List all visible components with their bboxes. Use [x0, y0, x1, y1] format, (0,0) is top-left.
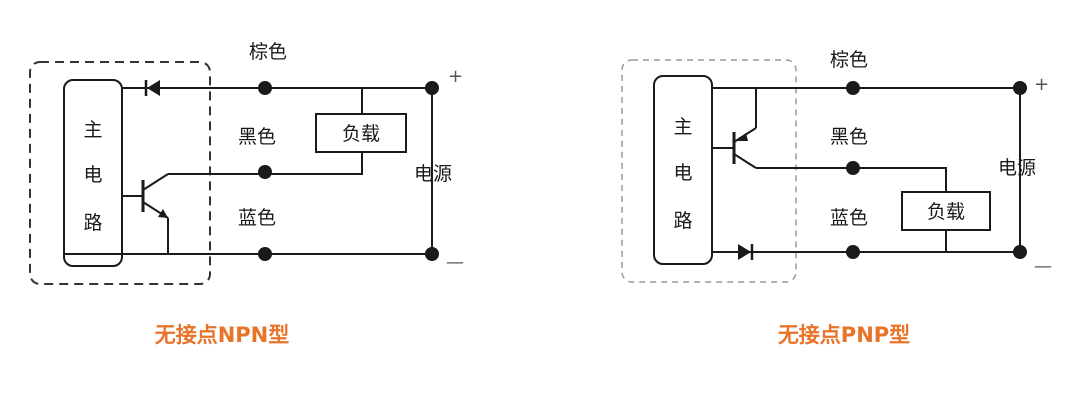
pnp-blue-terminal	[846, 245, 860, 259]
pnp-power-minus-node	[1013, 245, 1027, 259]
pnp-blue-label: 蓝色	[830, 207, 868, 229]
npn-blue-label: 蓝色	[238, 207, 276, 229]
npn-load-label: 负载	[342, 123, 380, 145]
npn-minus-sign: —	[446, 252, 464, 273]
pnp-brown-label: 棕色	[830, 49, 868, 71]
npn-load-box	[315, 113, 407, 153]
pnp-main-circuit-box	[653, 75, 713, 265]
pnp-load-box	[901, 191, 991, 231]
npn-power-label: 电源	[414, 163, 452, 185]
pnp-power-label: 电源	[998, 157, 1036, 179]
npn-blue-terminal	[258, 247, 272, 261]
pnp-caption: 无接点PNP型	[778, 323, 910, 347]
pnp-black-label: 黑色	[830, 126, 868, 148]
npn-black-label: 黑色	[238, 126, 276, 148]
pnp-diode-icon	[738, 244, 754, 260]
pnp-plus-sign: +	[1034, 74, 1049, 95]
npn-transistor-icon	[122, 173, 169, 219]
pnp-main-circuit-char-3: 路	[673, 210, 692, 232]
pnp-brown-terminal	[846, 81, 860, 95]
npn-diode-icon	[144, 80, 160, 96]
npn-diagram: 主 电 路 负载	[29, 41, 464, 347]
pnp-main-circuit-char-1: 主	[673, 116, 692, 138]
pnp-main-circuit-char-2: 电	[673, 162, 692, 184]
pnp-diagram: 主 电 路 负载	[621, 49, 1052, 347]
npn-plus-sign: +	[448, 66, 463, 87]
npn-power-plus-node	[425, 81, 439, 95]
npn-black-terminal	[258, 165, 272, 179]
npn-caption: 无接点NPN型	[155, 323, 290, 347]
npn-main-circuit-char-3: 路	[83, 212, 102, 234]
npn-brown-label: 棕色	[249, 41, 287, 63]
pnp-power-plus-node	[1013, 81, 1027, 95]
npn-brown-terminal	[258, 81, 272, 95]
pnp-transistor-icon	[712, 127, 757, 169]
npn-main-circuit-box	[63, 79, 123, 267]
pnp-sensor-enclosure	[621, 59, 797, 283]
pnp-minus-sign: —	[1034, 256, 1052, 277]
pnp-black-terminal	[846, 161, 860, 175]
npn-main-circuit-char-1: 主	[83, 119, 102, 141]
npn-power-minus-node	[425, 247, 439, 261]
npn-main-circuit-char-2: 电	[83, 164, 102, 186]
pnp-load-label: 负载	[927, 201, 965, 223]
